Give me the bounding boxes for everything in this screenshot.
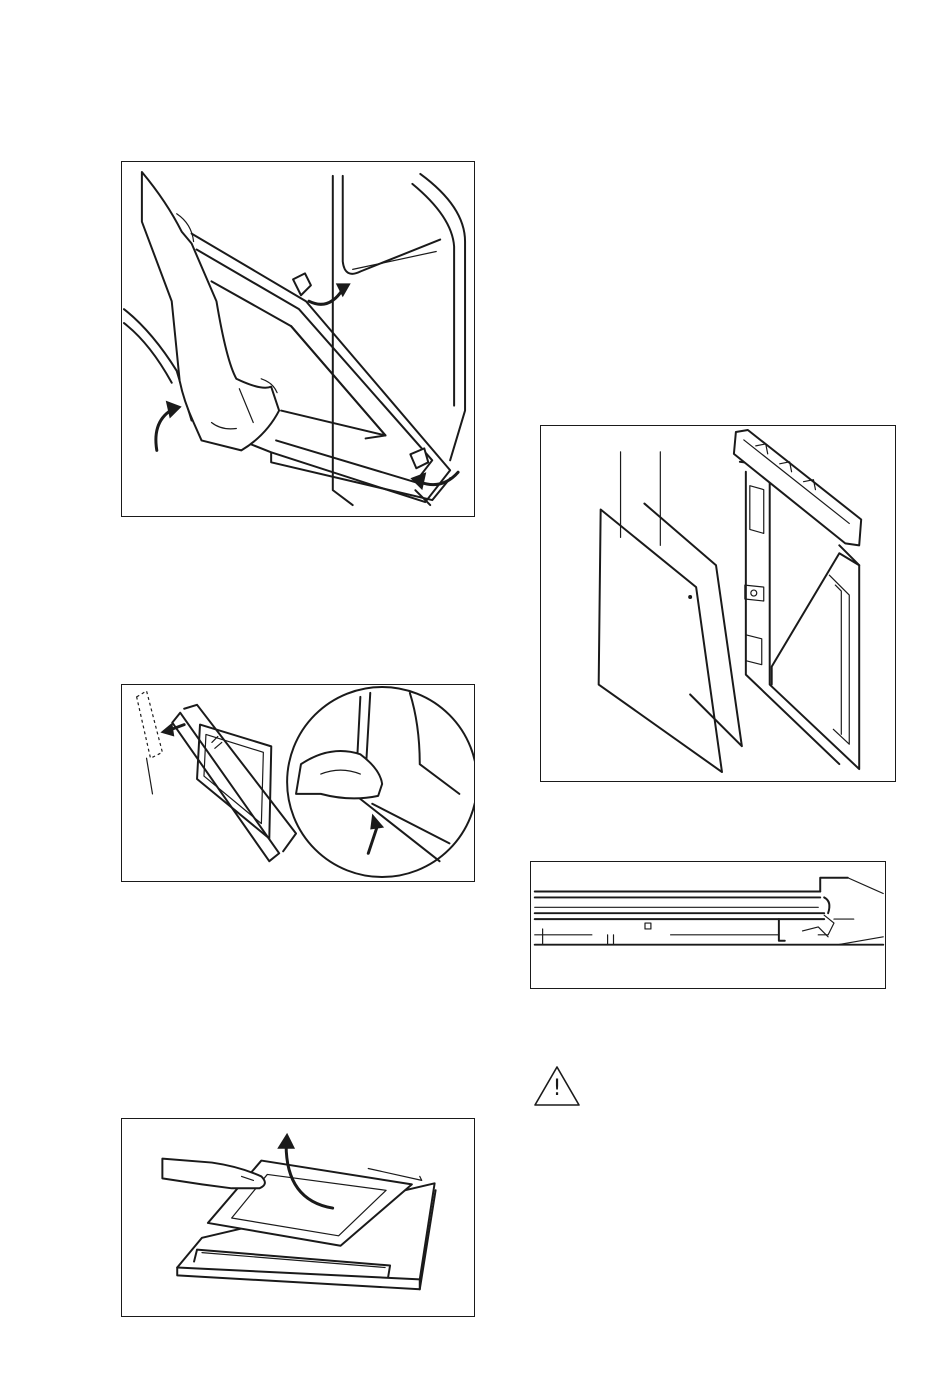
figure-glass-section <box>530 861 886 989</box>
door-removal-hinge-illustration <box>122 162 474 516</box>
warning-triangle-icon: ! <box>533 1065 581 1107</box>
figure-glass-lift <box>121 1118 475 1317</box>
figure-door-hinge <box>121 161 475 517</box>
figure-door-trim <box>121 684 475 882</box>
glass-panel-section-illustration <box>531 862 885 988</box>
figure-glass-exploded <box>540 425 896 782</box>
glass-panel-lift-illustration <box>122 1119 474 1316</box>
warning-exclamation: ! <box>533 1077 581 1101</box>
door-trim-removal-illustration <box>122 685 474 881</box>
glass-panels-exploded-illustration <box>541 426 895 781</box>
